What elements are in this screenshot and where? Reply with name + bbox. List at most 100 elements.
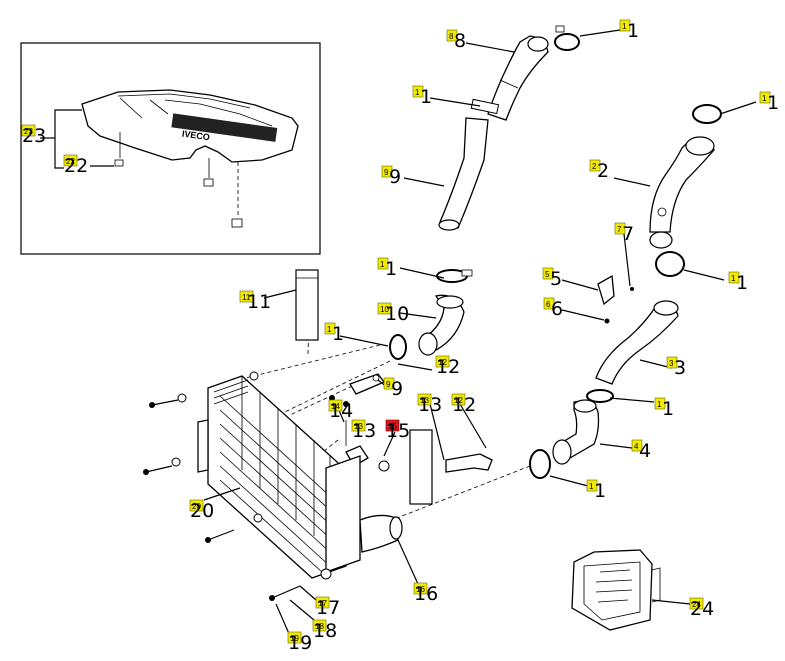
callout-number: 24 xyxy=(690,598,714,620)
intake-pipe-9[interactable] xyxy=(438,98,500,231)
hose-clamp[interactable] xyxy=(586,389,614,403)
callout-badge[interactable]: 13 xyxy=(417,393,432,406)
intake-pipe-8[interactable] xyxy=(487,35,549,121)
callout-badge[interactable]: 4 xyxy=(631,439,643,452)
callout-badge-box xyxy=(654,397,666,410)
callout-badge[interactable]: 13 xyxy=(351,419,366,432)
callout-badge-text: 3 xyxy=(669,359,674,368)
callout-badge-box xyxy=(412,85,424,98)
callout-badge[interactable]: 14 xyxy=(328,399,343,412)
hose-clamp[interactable] xyxy=(692,104,722,124)
callout-number: 4 xyxy=(639,440,651,462)
hose-clamp[interactable] xyxy=(655,251,685,277)
callout-badge-box xyxy=(586,479,598,492)
callout-badge[interactable]: 22 xyxy=(63,154,78,167)
callout-badge-box xyxy=(385,419,400,432)
callout-badge-box xyxy=(728,271,740,284)
callout-badge[interactable]: 2 xyxy=(589,159,601,172)
callout-badge[interactable]: 1 xyxy=(412,85,424,98)
callout-badge-box xyxy=(417,393,432,406)
bolt-14[interactable] xyxy=(343,401,390,472)
callout-badge[interactable]: 1 xyxy=(377,257,389,270)
callout-badge[interactable]: 1 xyxy=(759,91,771,104)
callout-badge-box xyxy=(315,596,330,609)
callout-badge[interactable]: 1 xyxy=(619,19,631,32)
callout-badge-box xyxy=(413,582,428,595)
callout-badge-text: 4 xyxy=(634,442,639,451)
intercooler-20[interactable] xyxy=(197,375,403,579)
callout-badge-text: 18 xyxy=(315,622,324,631)
callout-badge-text: 1 xyxy=(731,274,736,283)
callout-badge[interactable]: 1 xyxy=(728,271,740,284)
callout-badge[interactable]: 23 xyxy=(21,124,36,137)
callout-badge-text: 1 xyxy=(415,88,420,97)
intake-pipe-3[interactable] xyxy=(595,300,679,385)
callout-badge-box xyxy=(239,290,254,303)
callout-badge[interactable]: 18 xyxy=(312,619,327,632)
callout-badge-box xyxy=(312,619,327,632)
callout-badge[interactable]: 1 xyxy=(324,322,336,335)
callout-badge-text: 23 xyxy=(24,127,33,136)
callout-badge[interactable]: 17 xyxy=(315,596,330,609)
callout-badge[interactable]: 7 xyxy=(614,222,626,235)
callout-badge-text: 20 xyxy=(192,502,201,511)
callout-badge[interactable]: 20 xyxy=(189,499,204,512)
callout-badge-text: 10 xyxy=(380,305,389,314)
callout-badge-text: 16 xyxy=(416,585,425,594)
callout-badge-box xyxy=(324,322,336,335)
callout-badge-text: 1 xyxy=(762,94,767,103)
callout-badge-box xyxy=(543,297,555,310)
callout-badge[interactable]: 3 xyxy=(666,356,678,369)
callout-badge[interactable]: 15 xyxy=(385,419,400,432)
callout-badge[interactable]: 19 xyxy=(287,631,302,644)
hose-10[interactable] xyxy=(418,294,465,356)
callout-badge-box xyxy=(21,124,36,137)
callout-badge-box xyxy=(189,499,204,512)
callout-badge[interactable]: 16 xyxy=(413,582,428,595)
callout-badge[interactable]: 9 xyxy=(381,165,393,178)
hose-clamp[interactable] xyxy=(529,449,551,479)
callout-badge[interactable]: 6 xyxy=(543,297,555,310)
callout-badge-text: 1 xyxy=(589,482,594,491)
callout-number: 18 xyxy=(313,620,337,642)
callout-badge-text: 9 xyxy=(386,380,391,389)
callout-badge-box xyxy=(614,222,626,235)
callout-badge-text: 22 xyxy=(66,157,75,166)
callout-badge[interactable]: 10 xyxy=(377,302,392,315)
callout-badge[interactable]: 12 xyxy=(435,355,450,368)
callout-badge-box xyxy=(666,356,678,369)
callout-badge-text: 1 xyxy=(622,22,627,31)
callout-badge-box xyxy=(383,377,395,390)
mount-11[interactable] xyxy=(295,269,319,341)
callout-badge[interactable]: 1 xyxy=(586,479,598,492)
callout-badge[interactable]: 8 xyxy=(446,29,458,42)
callout-badge[interactable]: 24 xyxy=(689,597,704,610)
hose-clamp[interactable] xyxy=(554,25,580,51)
callout-number: 23 xyxy=(22,125,46,147)
bracket-5[interactable] xyxy=(597,274,634,324)
bolts[interactable] xyxy=(143,371,335,601)
intake-pipe-4[interactable] xyxy=(552,399,600,465)
callout-badge[interactable]: 11 xyxy=(239,290,254,303)
callout-badge-text: 15 xyxy=(388,422,397,431)
bracket-12[interactable] xyxy=(349,373,493,473)
callout-badge-box xyxy=(689,597,704,610)
callout-badge-box xyxy=(63,154,78,167)
callout-badge[interactable]: 1 xyxy=(654,397,666,410)
hose-clamp[interactable] xyxy=(436,269,473,283)
callout-number: 1 xyxy=(767,92,779,114)
callout-badge-text: 8 xyxy=(449,32,454,41)
callout-badge-box xyxy=(287,631,302,644)
callout-badge[interactable]: 12 xyxy=(451,393,466,406)
intake-pipe-2[interactable] xyxy=(649,136,715,249)
callout-badge[interactable]: 5 xyxy=(542,267,554,280)
callout-badge-box xyxy=(381,165,393,178)
callout-number: 16 xyxy=(414,583,438,605)
mount-13[interactable] xyxy=(409,429,433,505)
hose-clamp[interactable] xyxy=(389,334,407,360)
callout-badge[interactable]: 9 xyxy=(383,377,395,390)
callout-badge-text: 11 xyxy=(242,293,251,302)
ecu-24[interactable] xyxy=(571,549,661,631)
